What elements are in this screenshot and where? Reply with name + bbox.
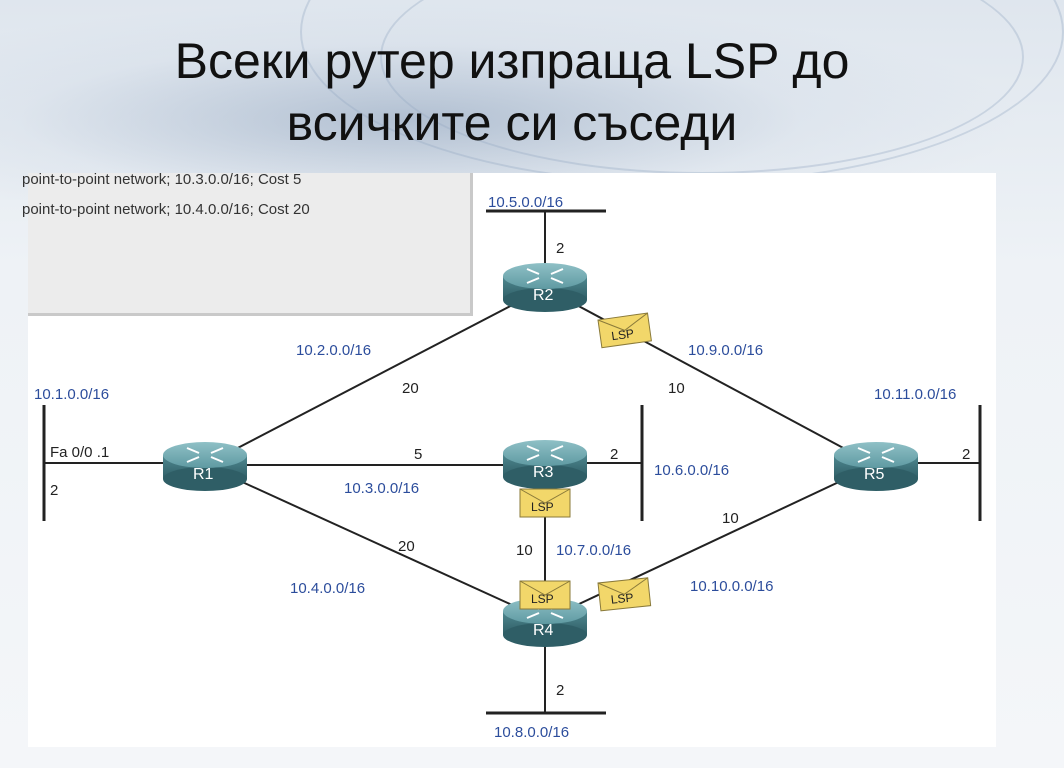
- cost-r4-r5: 10: [722, 510, 739, 527]
- title-line-2: всичките си съседи: [286, 95, 738, 151]
- title-line-1: Всеки рутер изпраща LSP до: [174, 33, 850, 89]
- cost-r2-lan: 2: [556, 240, 564, 257]
- link-r1-r2: [204, 287, 546, 466]
- network-label-10-7: 10.7.0.0/16: [556, 542, 631, 559]
- network-label-10-5: 10.5.0.0/16: [488, 194, 563, 211]
- lsp-envelope-r4-up: LSP: [519, 580, 571, 610]
- cost-r5-lan: 2: [962, 446, 970, 463]
- cost-r1-r2: 20: [402, 380, 419, 397]
- info-line-1: point-to-point network; 10.3.0.0/16; Cos…: [22, 171, 302, 188]
- link-r1-r4: [204, 464, 546, 621]
- network-label-10-9: 10.9.0.0/16: [688, 342, 763, 359]
- slide-title: Всеки рутер изпраща LSP до всичките си с…: [0, 30, 1024, 154]
- cost-r2-r5: 10: [668, 380, 685, 397]
- router-label-r3: R3: [533, 464, 554, 481]
- cost-r1-r4: 20: [398, 538, 415, 555]
- network-label-10-10: 10.10.0.0/16: [690, 578, 773, 595]
- link-r2-r5: [544, 287, 876, 466]
- lsp-envelope-r2: LSP: [597, 312, 652, 349]
- router-label-r4: R4: [533, 622, 554, 639]
- lsp-label: LSP: [531, 500, 554, 514]
- router-label-r2: R2: [533, 287, 554, 304]
- network-diagram: R1 R2 R3: [34, 194, 982, 741]
- lsp-envelope-r4-right: LSP: [597, 577, 652, 612]
- network-label-10-8: 10.8.0.0/16: [494, 724, 569, 741]
- router-r3: R3: [503, 440, 587, 489]
- network-label-10-2: 10.2.0.0/16: [296, 342, 371, 359]
- info-line-2: point-to-point network; 10.4.0.0/16; Cos…: [22, 201, 310, 218]
- lsp-envelope-r3: LSP: [519, 488, 571, 518]
- router-r2: R2: [503, 263, 587, 312]
- cost-r4-lan: 2: [556, 682, 564, 699]
- router-r1: R1: [163, 442, 247, 491]
- network-label-10-1: 10.1.0.0/16: [34, 386, 109, 403]
- diagram-panel: point-to-point network; 10.3.0.0/16; Cos…: [22, 171, 996, 747]
- lsp-label: LSP: [531, 592, 554, 606]
- network-label-10-3: 10.3.0.0/16: [344, 480, 419, 497]
- lsp-label: LSP: [610, 590, 634, 606]
- router-label-r5: R5: [864, 466, 885, 483]
- router-r5: R5: [834, 442, 918, 491]
- network-label-10-6: 10.6.0.0/16: [654, 462, 729, 479]
- lsp-label: LSP: [610, 326, 634, 343]
- cost-r3-r4: 10: [516, 542, 533, 559]
- lsp-info-box: point-to-point network; 10.3.0.0/16; Cos…: [22, 171, 473, 316]
- cost-r3-lan: 2: [610, 446, 618, 463]
- interface-label: Fa 0/0 .1: [50, 444, 109, 461]
- cost-r1-lan: 2: [50, 482, 58, 499]
- cost-r1-r3: 5: [414, 446, 422, 463]
- network-label-10-11: 10.11.0.0/16: [874, 386, 956, 403]
- router-label-r1: R1: [193, 466, 214, 483]
- network-label-10-4: 10.4.0.0/16: [290, 580, 365, 597]
